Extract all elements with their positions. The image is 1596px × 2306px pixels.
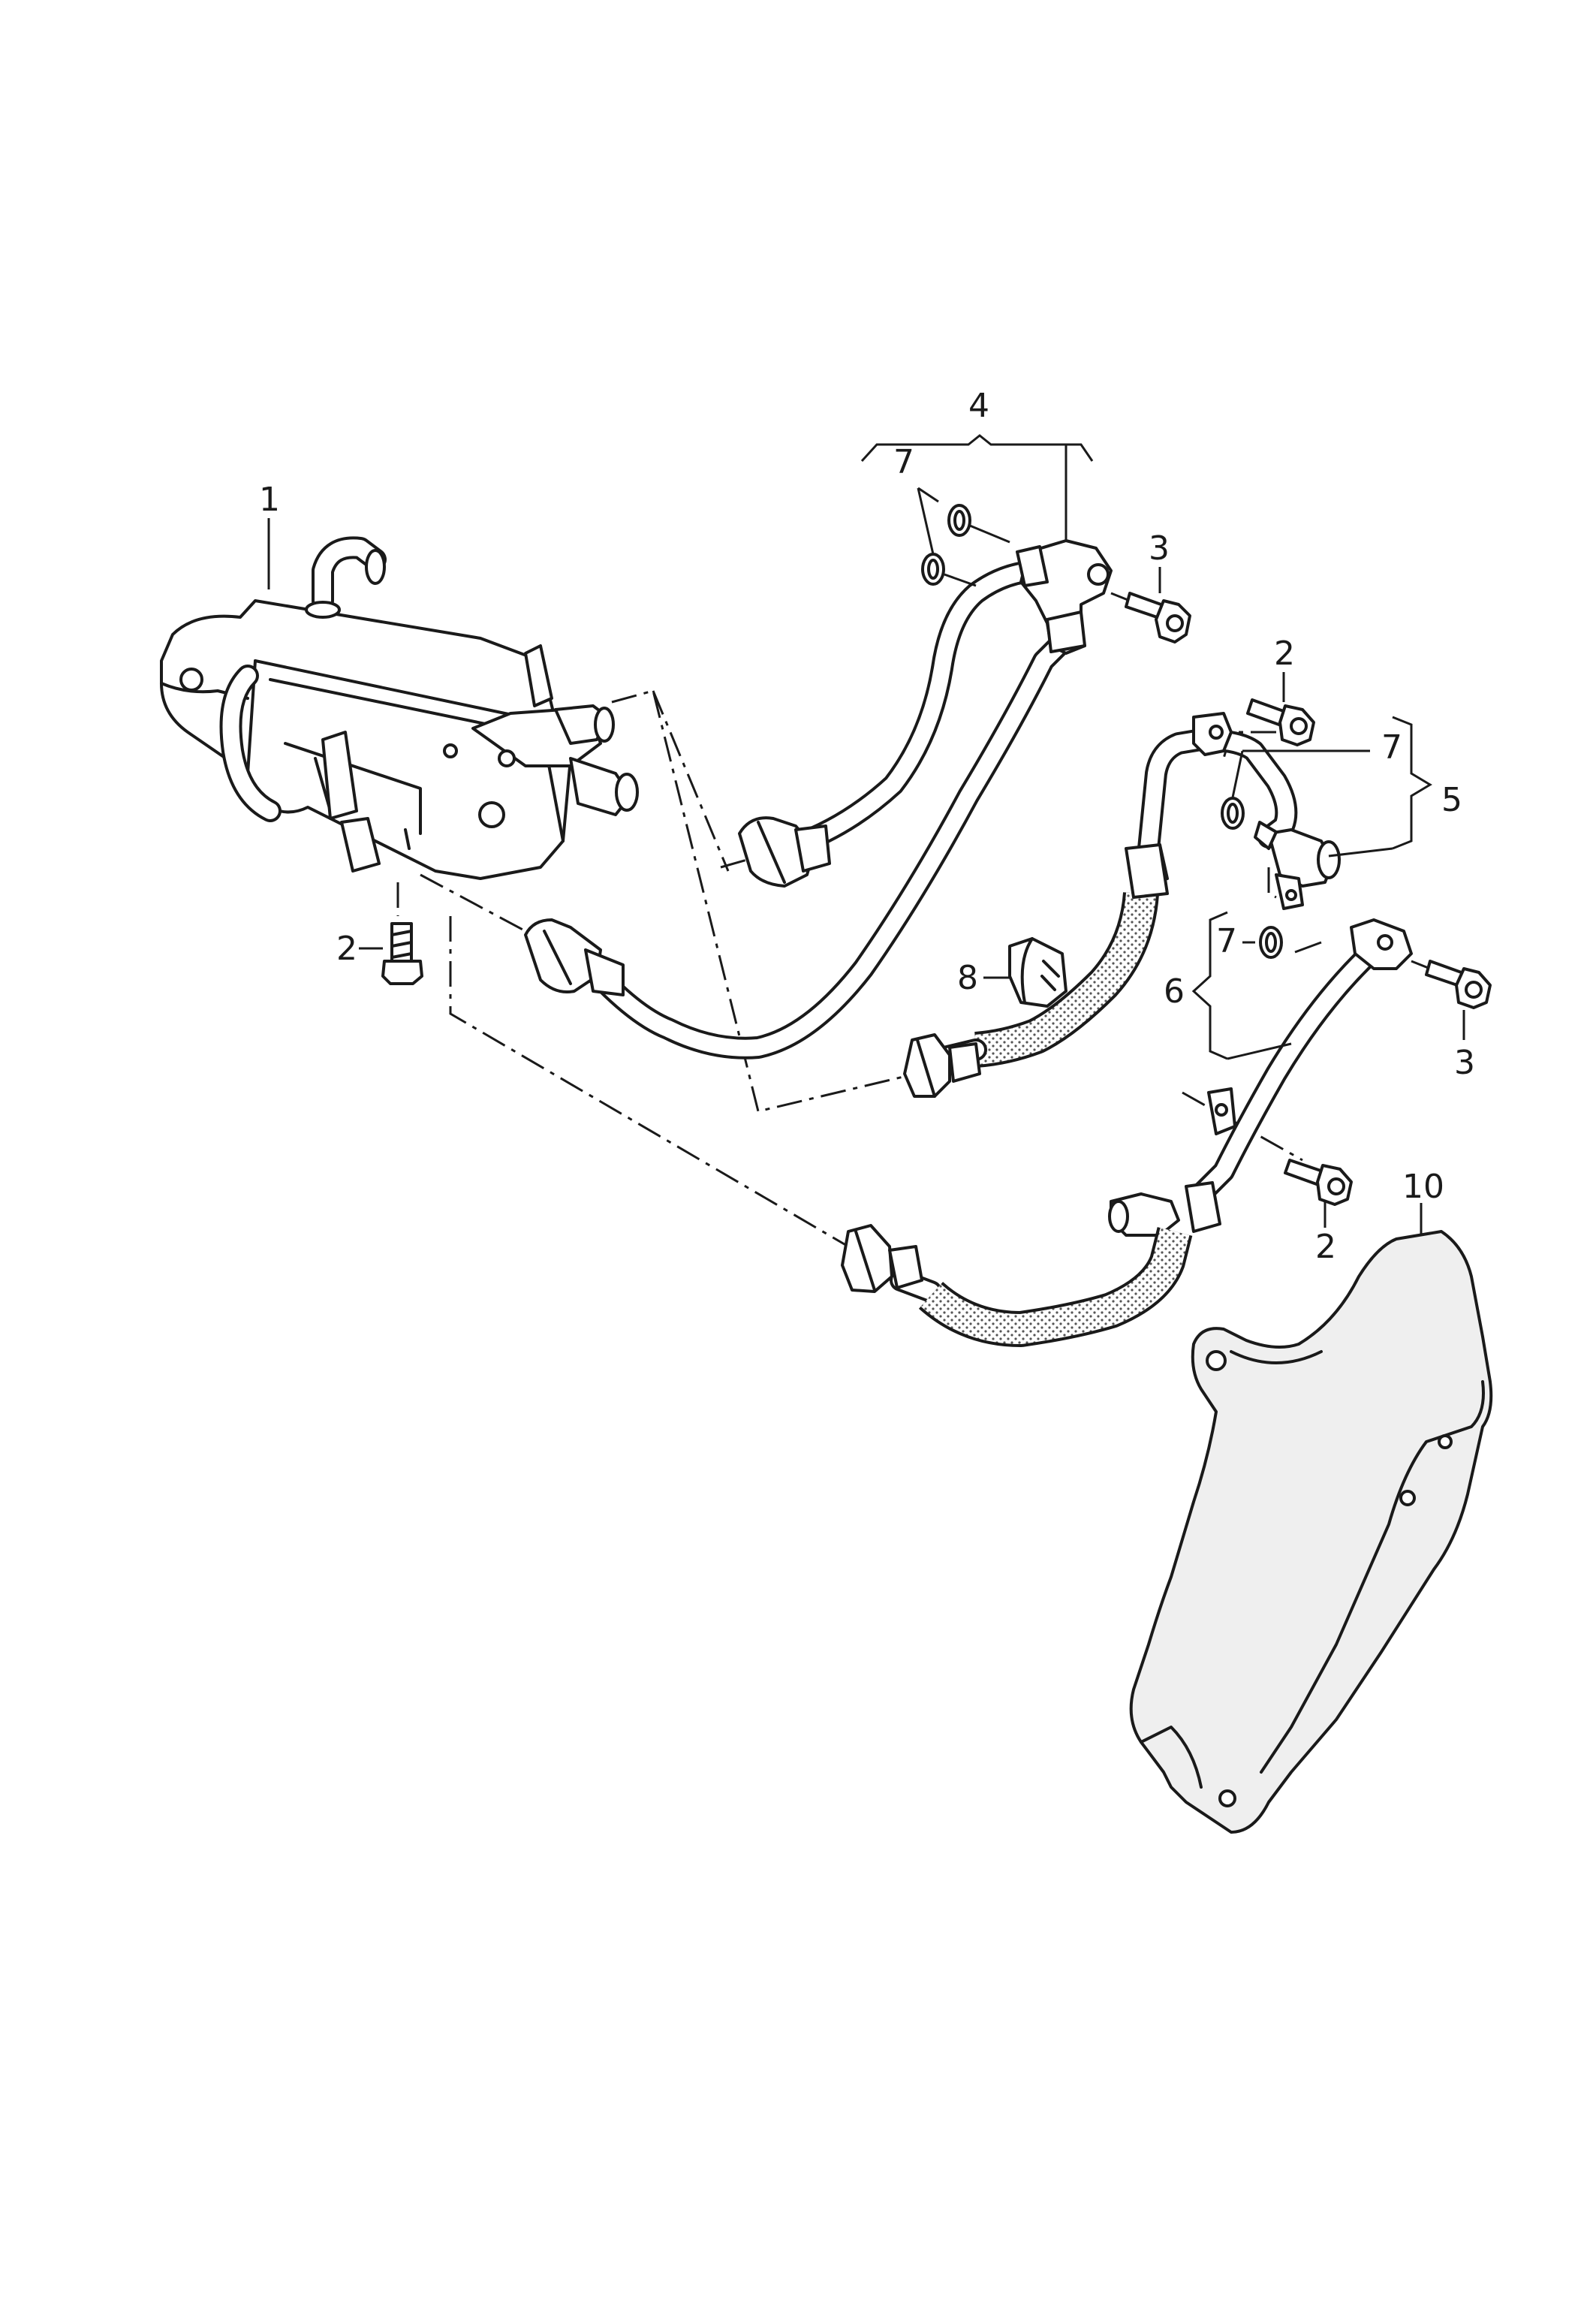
bolt-part-3-upper — [1110, 592, 1191, 644]
callout-4: 4 — [968, 387, 989, 425]
oil-cooler-part-1 — [160, 536, 639, 880]
callout-8: 8 — [957, 959, 978, 997]
clip-part-8 — [1008, 937, 1068, 1008]
callout-7-middle: 7 — [1381, 728, 1402, 767]
pipe-assembly-part-4 — [524, 539, 1113, 1060]
bolt-part-2-left — [381, 922, 423, 985]
callout-2-lower: 2 — [1315, 1228, 1336, 1266]
o-ring-part-7-middle — [1221, 797, 1278, 850]
callout-3-lower: 3 — [1454, 1044, 1475, 1082]
dotted-hose-middle — [903, 843, 1169, 1098]
callout-labels: 1 2 4 7 3 2 7 5 7 6 8 3 2 10 — [259, 387, 1475, 1266]
callout-7-upper: 7 — [893, 443, 914, 481]
bolt-part-2-upper — [1246, 698, 1315, 746]
callout-2-left: 2 — [336, 930, 357, 968]
heat-shield-part-10 — [1129, 1230, 1493, 1834]
dotted-hose-lower — [841, 1224, 1193, 1347]
callout-5: 5 — [1441, 781, 1462, 819]
pipe-assembly-part-6 — [1108, 918, 1413, 1237]
callout-3-upper: 3 — [1149, 529, 1170, 568]
callout-7-lower: 7 — [1216, 922, 1237, 960]
o-ring-part-7-upper — [921, 504, 1010, 587]
o-ring-part-7-lower — [1259, 926, 1322, 959]
bolt-part-2-lower — [1284, 1159, 1353, 1206]
bolt-part-3-lower — [1411, 960, 1492, 1009]
callout-6: 6 — [1164, 972, 1185, 1011]
callout-leaders — [267, 434, 1465, 1235]
callout-10: 10 — [1402, 1168, 1444, 1206]
callout-2-upper-right: 2 — [1274, 635, 1295, 673]
callout-1: 1 — [259, 481, 280, 519]
